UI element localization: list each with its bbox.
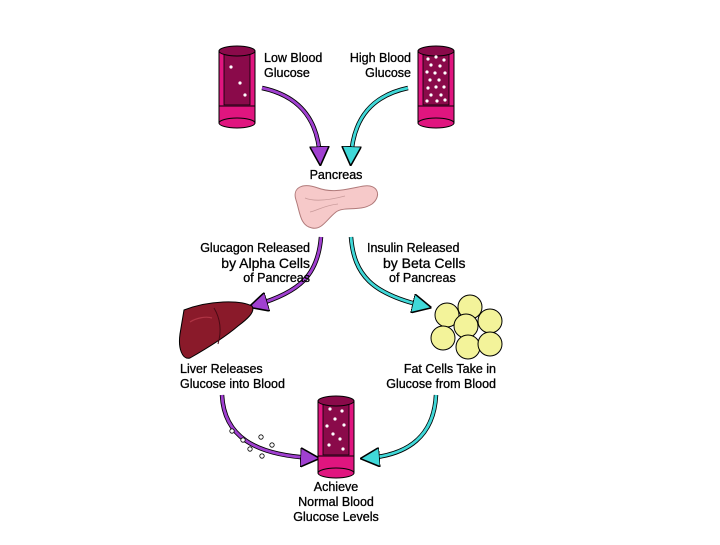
label-line: Glucose (264, 66, 310, 80)
high-blood-glucose-label: High Blood Glucose (350, 51, 411, 81)
label-line: of Pancreas (243, 271, 310, 285)
achieve-normal-label: Achieve Normal Blood Glucose Levels (280, 480, 392, 525)
label-line: Glucose (365, 66, 411, 80)
label-line: Glucose from Blood (386, 377, 496, 391)
liver-icon (179, 301, 254, 359)
label-line: High Blood (349, 51, 411, 65)
label-line: Glucose into Blood (180, 377, 285, 391)
fat-cells-take-in-label: Fat Cells Take in Glucose from Blood (386, 362, 496, 392)
label-line: Low Blood (264, 51, 323, 65)
label-line: Pancreas (309, 168, 363, 182)
label-line: Achieve (313, 480, 359, 494)
label-line: Glucagon Released (200, 241, 310, 255)
liver-to-normal-arrow (219, 394, 313, 461)
blood-vessel-icon (218, 45, 256, 129)
glucose-molecule-icon (229, 428, 275, 459)
label-line: Glucose Levels (293, 510, 379, 524)
pancreas-label: Pancreas (300, 168, 372, 183)
label-line: Fat Cells Take in (403, 362, 496, 376)
insulin-released-label: Insulin Released by Beta Cells of Pancre… (367, 241, 466, 286)
fat-cells-icon (430, 294, 503, 360)
label-line: Insulin Released (367, 241, 460, 255)
label-line: by Alpha Cells (221, 255, 310, 271)
label-line: Normal Blood (298, 495, 374, 509)
blood-vessel-icon (317, 395, 355, 479)
liver-releases-label: Liver Releases Glucose into Blood (180, 362, 285, 392)
blood-vessel-icon (417, 45, 455, 129)
low-blood-glucose-label: Low Blood Glucose (264, 51, 323, 81)
glucagon-released-label: Glucagon Released by Alpha Cells of Panc… (200, 241, 310, 286)
label-line: Liver Releases (180, 362, 263, 376)
label-line: of Pancreas (389, 271, 456, 285)
label-line: by Beta Cells (383, 255, 466, 271)
pancreas-icon (294, 185, 379, 229)
